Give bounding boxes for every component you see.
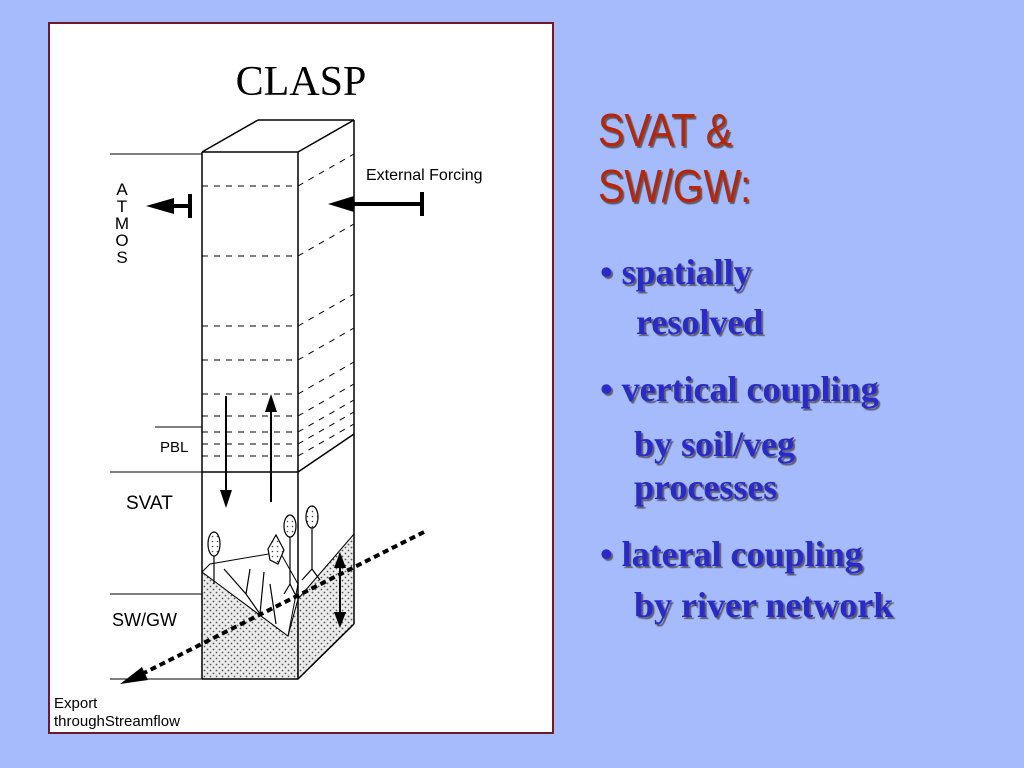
layer-dashes xyxy=(202,153,355,457)
bullet-2-line-2: by soil/veg xyxy=(634,424,796,464)
atmos-letter: A xyxy=(116,180,128,199)
region-guides xyxy=(110,153,202,680)
bullet-3-line-2: by river network xyxy=(634,585,894,625)
bullet-1-line-2: resolved xyxy=(636,302,764,342)
svat-label: SVAT xyxy=(126,493,173,514)
slide-heading: SVAT & SW/GW: xyxy=(598,102,951,214)
clasp-column-diagram xyxy=(110,119,425,684)
heading-line-1: SVAT & xyxy=(598,104,733,156)
bullet-1-line-1: • spatially xyxy=(600,252,752,292)
vegetation xyxy=(207,505,321,625)
atmos-letter: M xyxy=(114,214,130,233)
surface-layer xyxy=(201,551,299,637)
vertical-exchange-arrows xyxy=(220,394,346,628)
heading-line-2: SW/GW: xyxy=(598,160,752,212)
forcing-arrows xyxy=(146,192,424,218)
diagram-panel: CLASP A T M O S External Forcing PBL SVA… xyxy=(48,22,554,734)
swgw-label: SW/GW xyxy=(112,610,177,630)
bullet-3-line-1: • lateral coupling xyxy=(600,534,863,574)
export-label-line2: throughStreamflow xyxy=(54,713,180,730)
atmos-letter: O xyxy=(115,231,129,250)
streamflow-arrow xyxy=(120,530,425,684)
export-label-line1: Export xyxy=(54,695,98,712)
soil-side-face xyxy=(297,532,355,681)
atmos-letter: S xyxy=(116,248,128,267)
bullet-2-line-1: • vertical coupling xyxy=(600,369,879,409)
atmos-label: A T M O S xyxy=(114,181,130,266)
bullet-2-line-3: processes xyxy=(634,467,778,507)
diagram-title: CLASP xyxy=(235,59,367,105)
atmos-letter: T xyxy=(116,197,128,216)
external-forcing-label: External Forcing xyxy=(366,167,483,184)
pbl-label: PBL xyxy=(160,439,189,456)
